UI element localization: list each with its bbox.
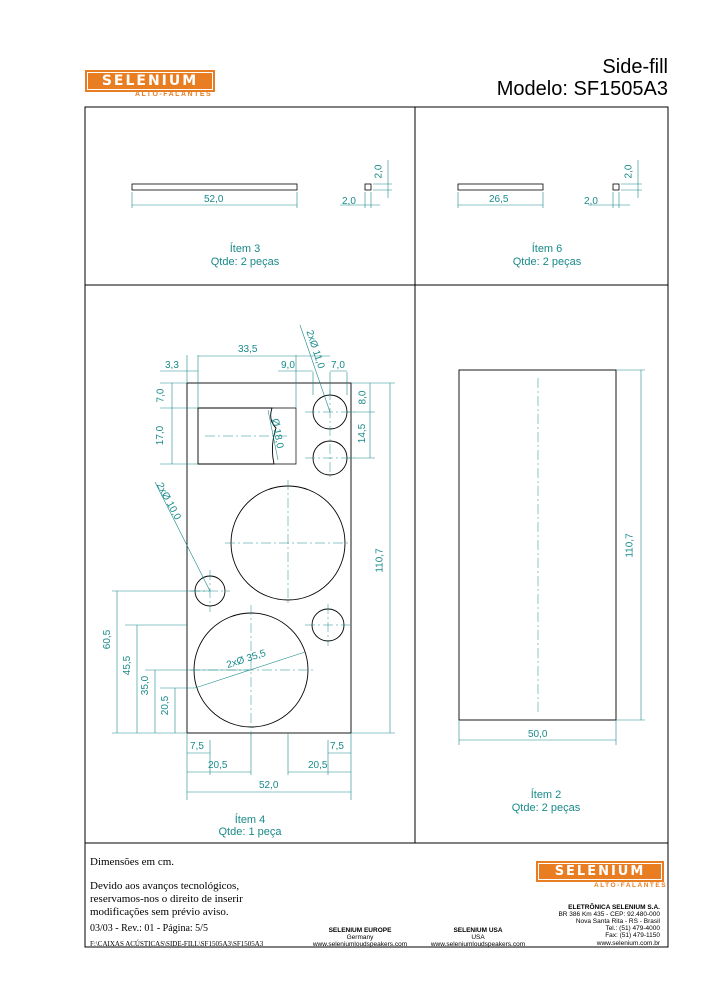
selenium-logo: SELENIUM [85,70,215,92]
europe-site: www.seleniumloudspeakers.com [312,941,408,948]
company-fax: Fax: (51) 479-1150 [605,932,660,939]
dim-17-0: 17,0 [155,425,167,446]
item2-qty: Qtde: 2 peças [511,802,581,814]
title-line-2: Modelo: SF1505A3 [496,78,668,100]
title-line-1: Side-fill [602,56,668,78]
disclaimer-line-3: modificações sem prévio aviso. [90,906,229,918]
disclaimer-line-2: reservamos-nos o direito de inserir [90,893,243,905]
dim-item2-height: 110,7 [624,533,636,558]
logo-subtitle: ALTO-FALANTES [135,91,213,98]
logo-subtitle-footer: ALTO-FALANTES [594,882,668,889]
selenium-logo-footer: SELENIUM [536,861,664,882]
dim-7-5-right: 7,5 [330,741,344,752]
dim-item3-thickness: 2,0 [373,164,385,179]
dim-item3-width: 2,0 [342,196,356,207]
item3-name: Ítem 3 [229,243,261,255]
file-path: F:\CAIXAS ACÚSTICAS\SIDE-FILL\SF1505A3\S… [90,940,264,948]
company-address-1: BR 386 Km 435 - CEP: 92.480-000 [558,911,660,918]
dim-60-5: 60,5 [102,629,114,650]
dim-20-5-left: 20,5 [208,760,228,771]
dim-item2-width: 50,0 [528,729,548,740]
company-tel: Tel.: (51) 479-4000 [605,925,660,932]
company-name: ELETRÔNICA SELENIUM S.A. [568,904,660,911]
dim-20-5-right: 20,5 [308,760,328,771]
company-site: www.selenium.com.br [596,940,660,947]
units-note: Dimensões em cm. [90,856,175,868]
dim-item6-width: 2,0 [584,196,598,207]
dim-item3-length: 52,0 [204,194,224,205]
usa-title: SELENIUM USA [453,927,503,934]
item3-qty: Qtde: 2 peças [210,256,280,268]
revision-info: 03/03 - Rev.: 01 - Página: 5/5 [90,923,208,934]
usa-site: www.seleniumloudspeakers.com [430,941,526,948]
dim-110-7: 110,7 [374,548,386,573]
dim-item6-thickness: 2,0 [623,164,635,179]
dim-item6-length: 26,5 [489,194,509,205]
item6-name: Ítem 6 [531,243,563,255]
dim-7-0-top: 7,0 [331,360,345,371]
usa-country: USA [471,934,485,941]
europe-country: Germany [346,934,374,941]
dim-45-5: 45,5 [122,655,134,676]
dim-8-0: 8,0 [357,390,369,405]
dim-35-0: 35,0 [140,675,152,696]
dim-20-5-vertical: 20,5 [160,695,172,716]
company-address-2: Nova Santa Rita - RS - Brasil [575,918,660,925]
dim-52-0: 52,0 [259,780,279,791]
item2-name: Ítem 2 [530,789,562,801]
item6-qty: Qtde: 2 peças [512,256,582,268]
dim-33-5: 33,5 [238,344,258,355]
dim-3-3: 3,3 [165,360,179,371]
dim-14-5: 14,5 [357,423,369,444]
item4-qty: Qtde: 1 peça [218,826,282,838]
dim-7-0-left: 7,0 [155,388,167,403]
dim-7-5-left: 7,5 [190,741,204,752]
item4-name: Ítem 4 [234,814,266,826]
europe-title: SELENIUM EUROPE [328,927,392,934]
disclaimer-line-1: Devido aos avanços tecnológicos, [90,880,240,892]
dim-9-0: 9,0 [281,360,295,371]
